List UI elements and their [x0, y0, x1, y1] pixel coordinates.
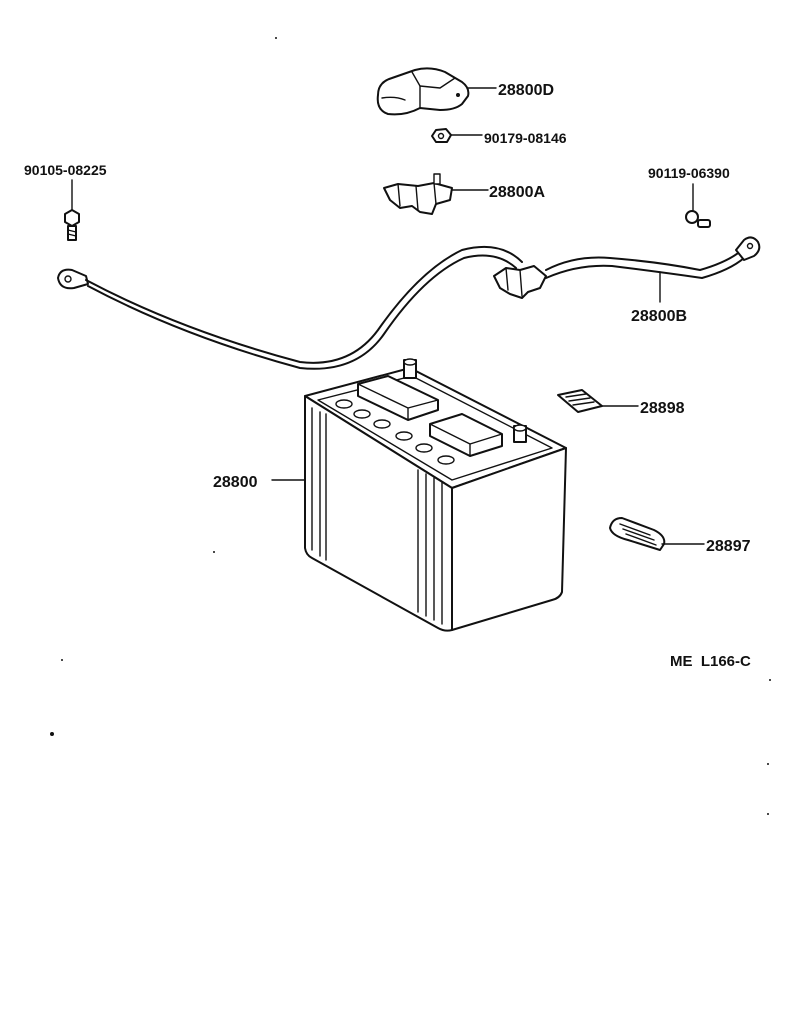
scan-speck: [275, 37, 277, 39]
part-number-90119-06390: 90119-06390: [648, 165, 730, 181]
terminal-clamp: [383, 173, 453, 215]
part-number-28897: 28897: [706, 538, 751, 555]
part-number-28800A: 28800A: [489, 184, 545, 201]
part-number-28800D: 28800D: [498, 82, 554, 99]
figure-code: ME L166-C: [670, 653, 751, 670]
scan-speck: [213, 551, 215, 553]
small-label-plate: [557, 389, 603, 413]
scan-speck: [767, 763, 769, 765]
ground-cable: [57, 245, 523, 370]
battery-icon: [304, 358, 567, 632]
part-number-28800B: 28800B: [631, 308, 687, 325]
scan-speck: [769, 679, 771, 681]
scan-speck: [50, 732, 54, 736]
battery-terminal-cover: [376, 67, 470, 116]
screw-icon: [685, 210, 711, 228]
scan-speck: [767, 813, 769, 815]
large-label-plate: [609, 517, 666, 551]
part-number-28898: 28898: [640, 400, 685, 417]
positive-cable: [493, 236, 761, 299]
bolt-icon: [64, 209, 80, 241]
part-number-28800: 28800: [213, 474, 258, 491]
part-number-90179-08146: 90179-08146: [484, 130, 567, 146]
scan-speck: [61, 659, 63, 661]
nut-icon: [431, 128, 452, 143]
part-number-90105-08225: 90105-08225: [24, 162, 107, 178]
